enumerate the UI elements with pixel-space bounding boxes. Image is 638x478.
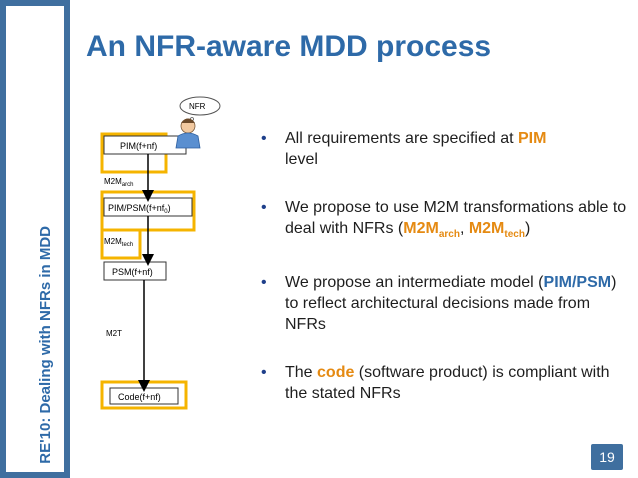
bullet-dot: •: [261, 130, 267, 147]
sidebar-label: RE'10: Dealing with NFRs in MDD: [36, 226, 54, 464]
bullet-dot: •: [261, 199, 267, 216]
bullet-item: •We propose to use M2M transformations a…: [261, 199, 627, 241]
bullet-dot: •: [261, 274, 267, 292]
psm-label: PSM(f+nf): [112, 267, 153, 277]
bullet-item: •The code (software product) is complian…: [261, 364, 610, 403]
process-diagram-svg: PIM(f+nf) PIM/PSM(f+nf0) PSM(f+nf) Code(…: [100, 96, 221, 410]
nfr-speech-bubble: [179, 96, 221, 116]
sidebar-label-wrap: RE'10: Dealing with NFRs in MDD: [6, 4, 70, 464]
sidebar-inner: RE'10: Dealing with NFRs in MDD: [6, 6, 64, 472]
page-number: 19: [591, 444, 623, 470]
pim-psm-label: PIM/PSM(f+nf0): [108, 203, 171, 215]
nfr-bubble-label: NFR: [189, 102, 206, 111]
sidebar-band: RE'10: Dealing with NFRs in MDD: [0, 0, 70, 478]
m2m-tech-frame: [100, 228, 142, 260]
bullet-item: •All requirements are specified at PIM l…: [261, 130, 547, 168]
slide-title: An NFR-aware MDD process: [86, 30, 492, 63]
m2m-arch-label: M2March: [104, 177, 133, 188]
person-icon: [175, 118, 201, 149]
pim-label: PIM(f+nf): [120, 141, 157, 151]
bullet-list: •All requirements are specified at PIM l…: [257, 128, 629, 404]
bullet-item: •We propose an intermediate model (PIM/P…: [261, 274, 617, 334]
bullet-dot: •: [261, 364, 267, 382]
code-label: Code(f+nf): [118, 392, 161, 402]
m2t-label: M2T: [106, 329, 122, 338]
m2m-tech-label: M2Mtech: [104, 237, 133, 248]
psm-box: [103, 261, 167, 281]
process-diagram: PIM(f+nf) PIM/PSM(f+nf0) PSM(f+nf) Code(…: [92, 92, 242, 427]
